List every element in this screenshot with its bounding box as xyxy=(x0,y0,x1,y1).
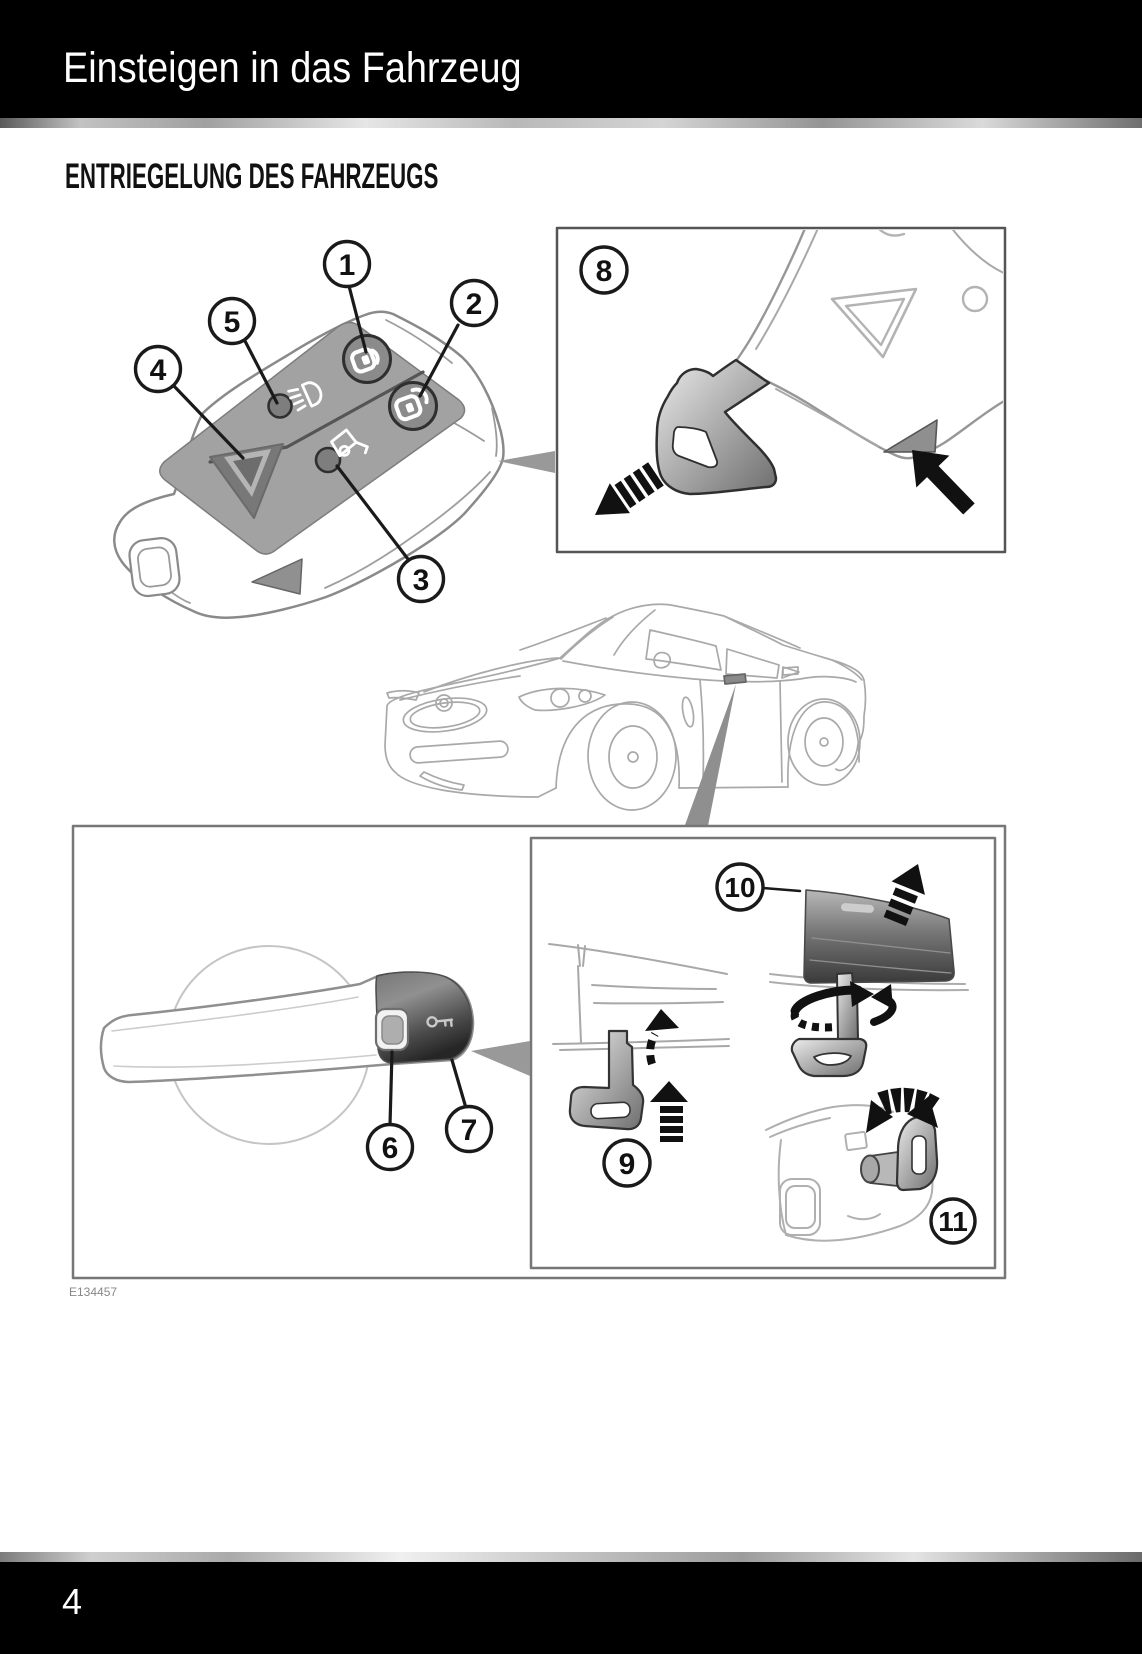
svg-text:5: 5 xyxy=(224,306,241,339)
svg-text:9: 9 xyxy=(619,1148,636,1181)
svg-text:2: 2 xyxy=(466,288,483,321)
svg-text:6: 6 xyxy=(382,1132,399,1165)
svg-text:4: 4 xyxy=(150,354,167,387)
svg-text:1: 1 xyxy=(339,249,356,282)
svg-text:11: 11 xyxy=(938,1206,968,1237)
svg-text:10: 10 xyxy=(724,872,755,903)
svg-text:8: 8 xyxy=(596,255,613,288)
svg-text:E134457: E134457 xyxy=(69,1285,117,1299)
svg-text:7: 7 xyxy=(461,1114,478,1147)
svg-text:3: 3 xyxy=(413,564,430,597)
